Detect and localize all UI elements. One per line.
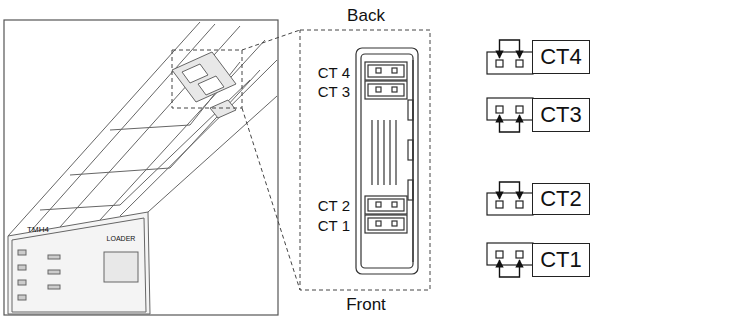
connector-label: CT 1 [318, 218, 350, 233]
connector-label: CT 2 [318, 198, 350, 213]
zoom-callout [172, 30, 430, 290]
model-text: TMH4 [27, 226, 49, 234]
port-text: LOADER [107, 235, 136, 242]
connector-detail [356, 48, 418, 274]
photo-frame [4, 20, 278, 315]
ct-label-box: CT4 [532, 40, 590, 74]
connector-label: CT 4 [318, 65, 350, 80]
jumper-headers [487, 52, 533, 265]
side-label: Back [347, 7, 385, 24]
channel-name: CT4 [540, 46, 582, 68]
channel-name: CT2 [540, 188, 582, 210]
side-label: Front [346, 296, 386, 313]
ct-label-box: CT1 [532, 243, 590, 277]
connector-label: CT 3 [318, 84, 350, 99]
jumper-arrows [500, 40, 520, 277]
ct-label-box: CT3 [532, 98, 590, 132]
ct-label-box: CT2 [532, 183, 590, 215]
channel-name: CT3 [540, 104, 582, 126]
channel-name: CT1 [540, 249, 582, 271]
device-drawing [8, 22, 277, 314]
